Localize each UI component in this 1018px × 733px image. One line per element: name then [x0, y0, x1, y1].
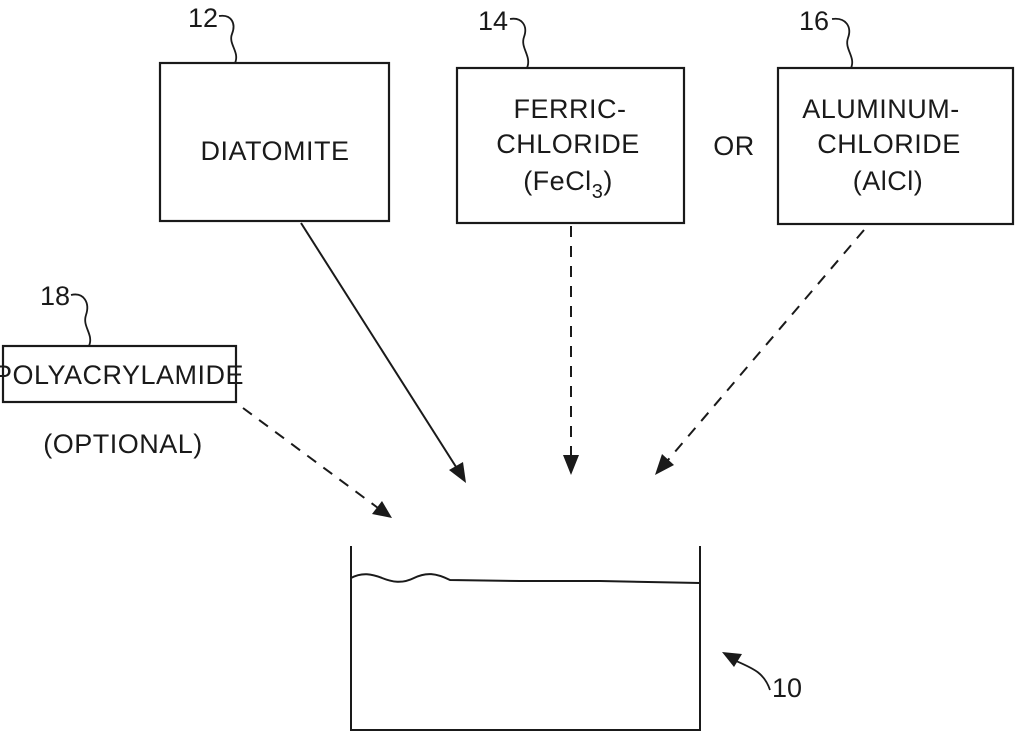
polyacrylamide-block: POLYACRYLAMIDE (OPTIONAL) 18	[0, 281, 244, 459]
ref-12-leader	[218, 14, 238, 64]
aluminum-arrowhead	[655, 454, 674, 475]
ferric-line-1: FERRIC-	[514, 94, 627, 124]
ref-10-arrowhead	[722, 652, 742, 667]
tank: 10	[350, 546, 802, 731]
ferric-chloride-block: FERRIC- CHLORIDE (FeCl3) 14	[455, 6, 686, 225]
or-connector: OR	[713, 131, 755, 161]
aluminum-formula: (AlCl)	[853, 166, 924, 196]
ferric-arrowhead	[563, 455, 579, 475]
ref-12: 12	[188, 3, 218, 33]
ref-18: 18	[40, 281, 70, 311]
polyacrylamide-arrowhead	[372, 501, 392, 518]
diatomite-arrow-line	[300, 222, 459, 471]
aluminum-arrow-line	[667, 229, 865, 461]
liquid-surface	[350, 573, 701, 584]
diatomite-label: DIATOMITE	[200, 136, 349, 166]
ferric-formula-end: )	[603, 166, 613, 196]
optional-note: (OPTIONAL)	[43, 429, 203, 459]
polyacrylamide-box	[1, 344, 238, 404]
ref-18-leader	[70, 293, 92, 347]
diatomite-arrowhead	[449, 462, 466, 483]
ref-16: 16	[799, 6, 829, 36]
ref-10-leader	[733, 659, 771, 691]
ferric-formula-subscript: 3	[592, 181, 604, 203]
diatomite-block: DIATOMITE 12	[158, 3, 391, 223]
ref-16-leader	[831, 17, 854, 69]
ref-14-leader	[509, 17, 530, 69]
ferric-line-2: CHLORIDE	[496, 129, 640, 159]
diatomite-box	[158, 61, 391, 223]
ferric-formula-main: (FeCl	[523, 166, 592, 196]
ref-14: 14	[478, 6, 508, 36]
aluminum-chloride-box	[776, 66, 1015, 226]
ref-10: 10	[772, 673, 802, 703]
flow-arrows	[242, 222, 865, 518]
ferric-formula: (FeCl3)	[523, 166, 613, 203]
ferric-chloride-box	[455, 66, 686, 225]
polyacrylamide-arrow-line	[242, 407, 379, 509]
aluminum-chloride-block: ALUMINUM- CHLORIDE (AlCl) 16	[776, 6, 1015, 226]
aluminum-line-2: CHLORIDE	[817, 129, 961, 159]
aluminum-line-1: ALUMINUM-	[802, 94, 960, 124]
polyacrylamide-label: POLYACRYLAMIDE	[0, 360, 244, 390]
tank-walls	[350, 546, 701, 731]
